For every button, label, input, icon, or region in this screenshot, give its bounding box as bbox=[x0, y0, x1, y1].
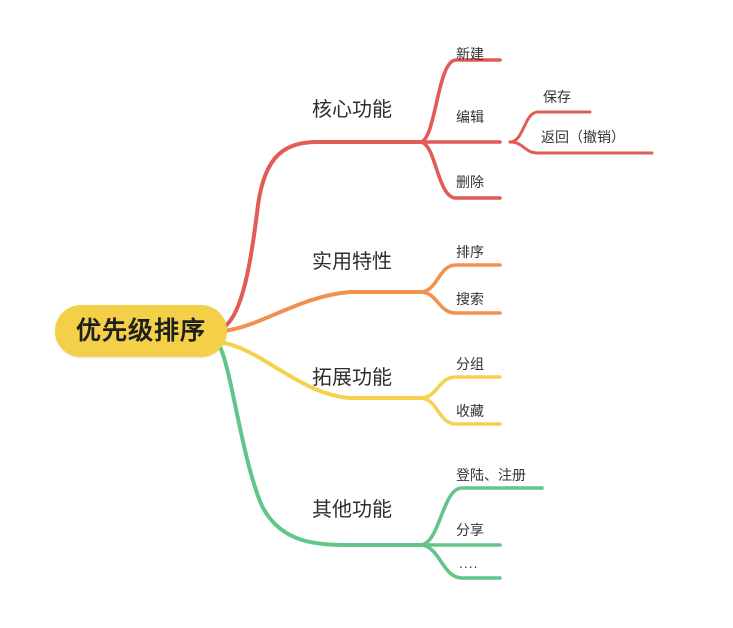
branch-label-core[interactable]: 核心功能 bbox=[312, 99, 392, 121]
branch-connector-core bbox=[220, 58, 654, 330]
branch-label-practical[interactable]: 实用特性 bbox=[312, 251, 392, 273]
leaf-label-save[interactable]: 保存 bbox=[543, 89, 571, 105]
leaf-label-login-register[interactable]: 登陆、注册 bbox=[456, 467, 526, 483]
branch-connector-extended bbox=[222, 341, 502, 426]
leaf-label-undo[interactable]: 返回（撤销） bbox=[541, 129, 625, 145]
branch-connector-practical bbox=[222, 263, 502, 333]
root-node-label: 优先级排序 bbox=[75, 316, 206, 345]
leaf-label-new[interactable]: 新建 bbox=[456, 46, 484, 62]
branch-label-other[interactable]: 其他功能 bbox=[312, 499, 392, 521]
root-node[interactable]: 优先级排序 bbox=[55, 305, 227, 357]
leaf-label-search[interactable]: 搜索 bbox=[456, 291, 484, 307]
branch-label-extended[interactable]: 拓展功能 bbox=[312, 367, 392, 389]
leaf-label-sort[interactable]: 排序 bbox=[456, 244, 484, 260]
branch-connector-other bbox=[218, 345, 544, 580]
leaf-label-more[interactable]: .... bbox=[459, 555, 479, 571]
leaf-label-edit[interactable]: 编辑 bbox=[456, 109, 484, 125]
leaf-label-share[interactable]: 分享 bbox=[456, 522, 484, 538]
leaf-label-favorite[interactable]: 收藏 bbox=[456, 403, 484, 419]
leaf-label-group[interactable]: 分组 bbox=[456, 356, 484, 372]
leaf-label-delete[interactable]: 删除 bbox=[456, 174, 484, 190]
